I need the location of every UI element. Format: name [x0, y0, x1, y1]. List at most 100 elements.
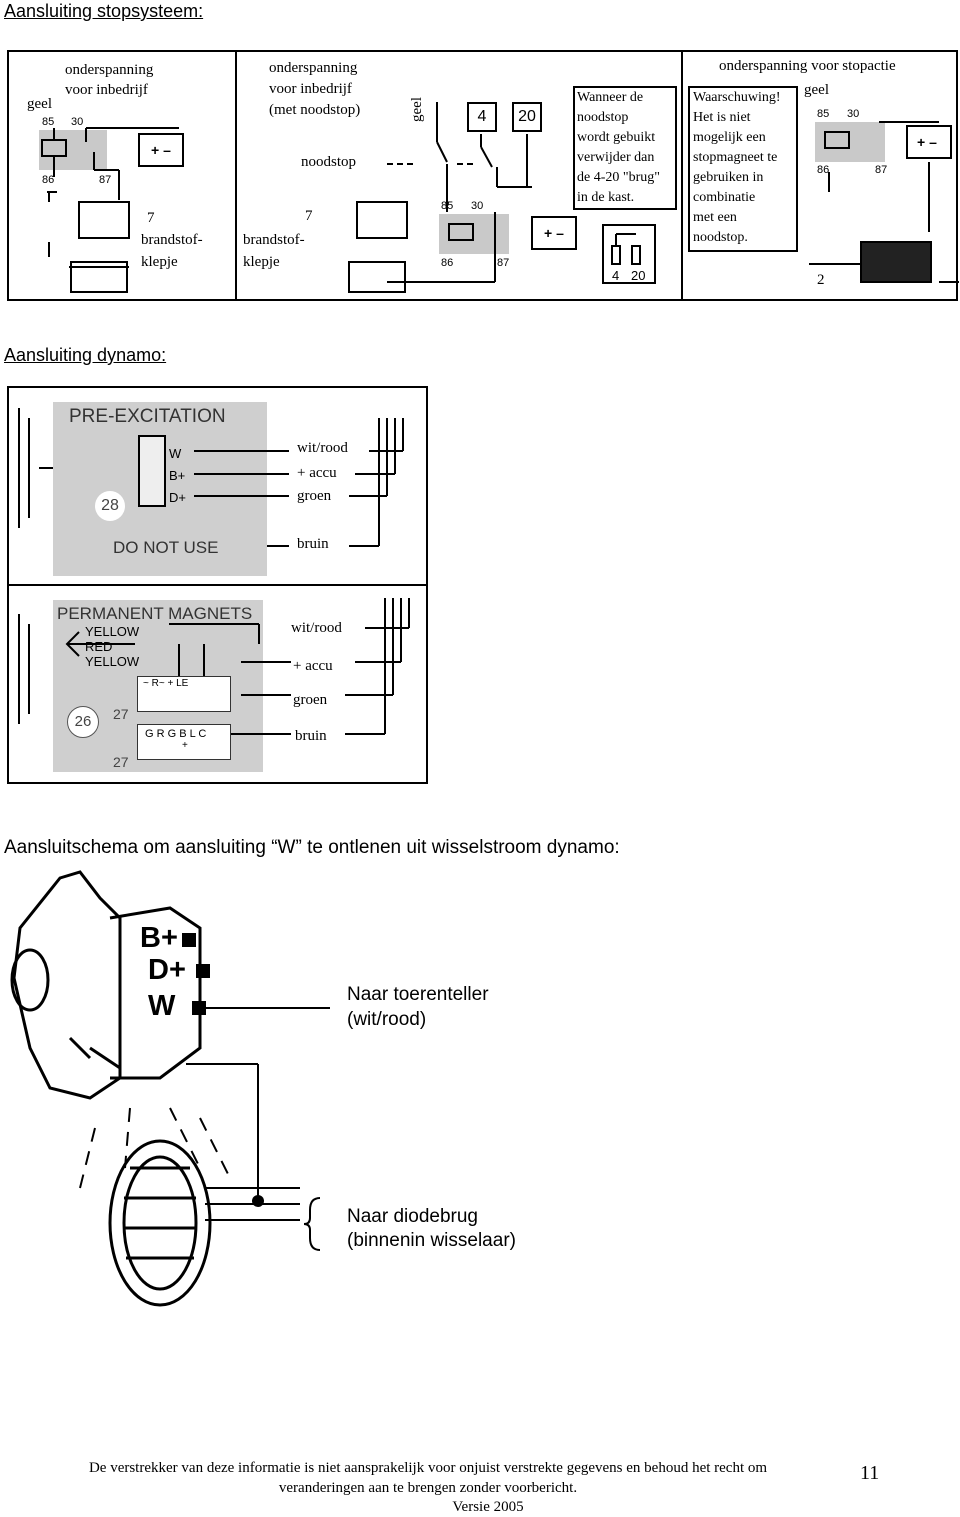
panel-d-wiring: + – [809, 121, 959, 283]
bottom-wiring [18, 598, 410, 735]
alt-term-w: W [148, 990, 176, 1022]
schema-heading: Aansluitschema om aansluiting “W” te ont… [4, 837, 620, 858]
panel-d-warning-3: mogelijk een [693, 130, 766, 145]
stopsysteem-heading: Aansluiting stopsysteem: [4, 1, 204, 21]
svg-text:+ –: + – [917, 134, 937, 150]
yellow-2: YELLOW [85, 654, 140, 669]
panel-b-box-4: 4 [467, 102, 497, 132]
top-wire-1: wit/rood [297, 440, 348, 456]
page-number: 11 [860, 1462, 880, 1484]
panel-b-title-2: voor inbedrijf [269, 81, 352, 97]
relay-box [39, 130, 107, 170]
panel-d-85: 85 [817, 108, 830, 120]
regulator-bottom [137, 724, 231, 760]
panel-d-geel: geel [804, 82, 829, 98]
panel-b-brand1: brandstof- [243, 232, 305, 248]
panel-d-warning-2: Het is niet [693, 110, 751, 125]
panel-a-86: 86 [42, 174, 55, 186]
panel-a-85: 85 [42, 116, 55, 128]
num-27b: 27 [113, 754, 129, 770]
alt-term-d: D+ [148, 954, 186, 986]
panel-d-warning-4: stopmagneet te [693, 150, 778, 165]
panel-a-title-2: voor inbedrijf [65, 82, 148, 98]
dynamo-divider [9, 584, 426, 586]
panel-d-30: 30 [847, 108, 860, 120]
panel-b-num7: 7 [305, 208, 313, 224]
panel-c-line-6: in de kast. [577, 190, 635, 205]
panel-c-line-2: noodstop [577, 110, 629, 125]
panel-b-brand2: klepje [243, 254, 280, 270]
panel-a-title-1: onderspanning [65, 62, 154, 78]
panel-d-warning-8: noodstop. [693, 230, 748, 245]
panel-b-30: 30 [471, 200, 484, 212]
term-w: W [169, 446, 182, 461]
dynamo-heading: Aansluiting dynamo: [4, 345, 167, 365]
panel-c-line-5: de 4-20 "brug" [577, 170, 660, 185]
top-wire-4: bruin [297, 536, 329, 552]
pre-excitation-title: PRE-EXCITATION [69, 406, 226, 427]
panel-divider [235, 52, 237, 299]
label-toerenteller-2: (wit/rood) [347, 1009, 427, 1030]
panel-b-wiring: + – [348, 102, 577, 293]
panel-d-warning-7: met een [693, 210, 737, 225]
regulator-plus: + [182, 740, 188, 751]
panel-c-bridge-box [602, 224, 656, 284]
panel-a-87: 87 [99, 174, 112, 186]
num-28: 28 [95, 491, 125, 521]
svg-text:+ –: + – [544, 225, 564, 241]
permanent-magnets-title: PERMANENT MAGNETS [57, 604, 253, 623]
panel-d-warning-1: Waarschuwing! [693, 90, 781, 105]
do-not-use: DO NOT USE [113, 538, 219, 557]
regulator-top-label: ~ R~ + LE [143, 678, 189, 689]
panel-a-wiring: + – [41, 127, 184, 293]
footer-line-2: veranderingen aan te brengen zonder voor… [278, 1480, 578, 1496]
footer-line-3: Versie 2005 [452, 1499, 524, 1515]
alternator-drawing [10, 870, 330, 1307]
panel-c-line-4: verwijder dan [577, 150, 655, 165]
term-b: B+ [169, 468, 186, 483]
term-d: D+ [169, 490, 186, 505]
svg-text:+ –: + – [151, 142, 171, 158]
panel-a-geel: geel [27, 96, 52, 112]
top-wire-2: + accu [297, 465, 337, 481]
label-diodebrug-2: (binnenin wisselaar) [347, 1230, 516, 1251]
panel-c-20: 20 [631, 268, 646, 283]
regulator-bottom-label: G R G B L C [145, 728, 207, 740]
panel-c-line-1: Wanneer de [577, 90, 644, 105]
panel-b-title-3: (met noodstop) [269, 102, 361, 118]
top-wire-3: groen [297, 488, 332, 504]
panel-a-num7: 7 [147, 210, 155, 226]
footer-line-1: De verstrekker van deze informatie is ni… [88, 1460, 768, 1476]
bottom-wire-1: wit/rood [291, 620, 342, 636]
panel-d-num2: 2 [817, 272, 825, 288]
dynamo-diagram: PRE-EXCITATION W B+ D+ 28 DO NOT USE wit… [7, 386, 428, 784]
panel-b-noodstop: noodstop [301, 154, 357, 170]
yellow-1: YELLOW [85, 624, 140, 639]
panel-d-warning-5: gebruiken in [693, 170, 764, 185]
label-toerenteller-1: Naar toerenteller [347, 984, 489, 1005]
panel-c-bridge [611, 233, 641, 265]
panel-b-title-1: onderspanning [269, 60, 358, 76]
stopsysteem-diagram: onderspanning voor inbedrijf geel 85 30 … [7, 50, 959, 301]
red: RED [85, 639, 113, 654]
top-wiring [18, 408, 404, 547]
alt-term-b: B+ [140, 922, 178, 954]
panel-d-title: onderspanning voor stopactie [719, 58, 896, 74]
bottom-wire-3: groen [293, 692, 328, 708]
bottom-wire-2: + accu [293, 658, 333, 674]
panel-b-86: 86 [441, 257, 454, 269]
panel-a-brand1: brandstof- [141, 232, 203, 248]
panel-c-4: 4 [612, 268, 620, 283]
bottom-wire-4: bruin [295, 728, 327, 744]
regulator-top [137, 676, 231, 712]
panel-b-box-20: 20 [512, 102, 542, 132]
alternator-illustration: B+ D+ W [0, 868, 560, 1318]
panel-a-brand2: klepje [141, 254, 178, 270]
panel-d-warning-6: combinatie [693, 190, 756, 205]
num-26: 26 [67, 706, 99, 738]
panel-a-30: 30 [71, 116, 84, 128]
num-27a: 27 [113, 706, 129, 722]
panel-d-87: 87 [875, 164, 888, 176]
label-diodebrug-1: Naar diodebrug [347, 1206, 478, 1227]
panel-divider [681, 52, 683, 299]
